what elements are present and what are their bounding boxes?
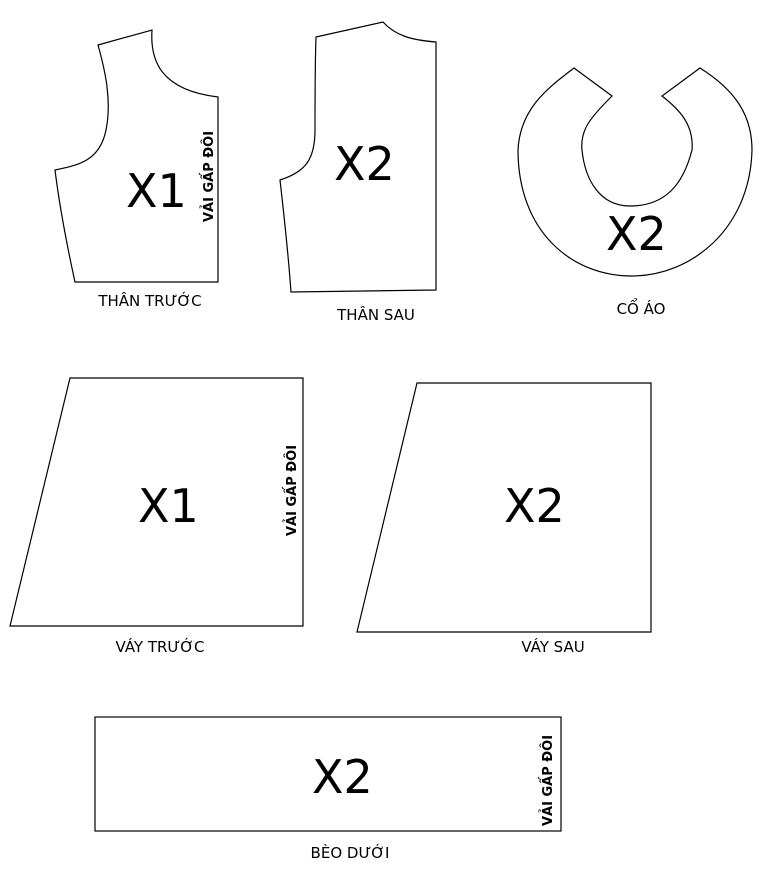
fold-note: VẢI GẤP ĐÔI [282,445,300,536]
piece-label: THÂN SAU [336,305,415,324]
qty-label: X1 [126,164,187,218]
piece-beo-duoi: X2 VẢI GẤP ĐÔI BÈO DƯỚI [94,716,562,862]
back-bodice-outline [279,21,437,293]
qty-label: X2 [606,207,667,261]
fold-note: VẢI GẤP ĐÔI [199,131,217,222]
piece-label: BÈO DƯỚI [311,843,390,862]
piece-label: CỔ ÁO [617,297,666,318]
front-bodice-outline [54,29,219,283]
qty-label: X2 [334,137,395,191]
piece-than-sau: X2 THÂN SAU [279,21,437,324]
qty-label: X2 [312,750,373,804]
qty-label: X1 [138,479,199,533]
back-skirt-outline [356,382,652,633]
piece-than-truoc: X1 VẢI GẤP ĐÔI THÂN TRƯỚC [54,29,219,310]
piece-label: VÁY TRƯỚC [116,637,205,656]
ruffle-outline [94,716,562,832]
collar-outline [517,67,753,277]
piece-co-ao: X2 CỔ ÁO [517,67,753,318]
piece-label: VÁY SAU [521,637,584,656]
fold-note: VẢI GẤP ĐÔI [538,735,556,826]
piece-label: THÂN TRƯỚC [97,291,201,310]
piece-vay-sau: X2 VÁY SAU [356,382,652,656]
piece-vay-truoc: X1 VẢI GẤP ĐÔI VÁY TRƯỚC [9,377,304,656]
qty-label: X2 [504,479,565,533]
front-skirt-outline [9,377,304,627]
